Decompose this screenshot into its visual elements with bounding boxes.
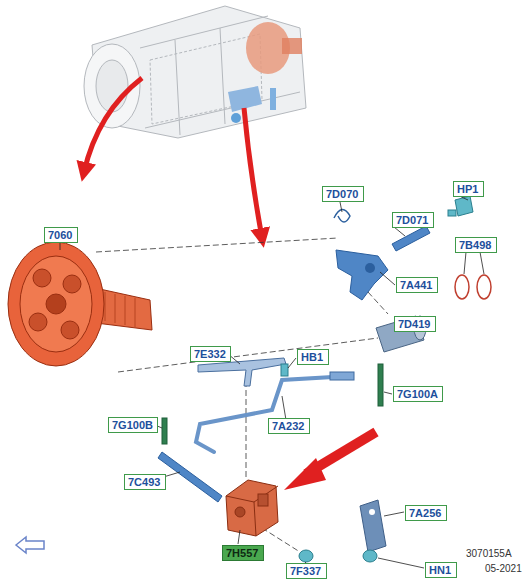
callout-number: 7C493	[124, 474, 166, 490]
roll-pin	[162, 418, 167, 444]
rod-end	[330, 372, 354, 380]
highlighted-internals	[228, 22, 302, 123]
leader-line	[60, 194, 484, 568]
pointer-arrow	[84, 78, 142, 172]
planetary-carrier	[8, 242, 152, 366]
callout-text: 7G100A	[397, 388, 438, 400]
callout-text: 7D419	[398, 318, 430, 330]
callout-text: 7A441	[400, 279, 432, 291]
callout-number: HP1	[453, 181, 484, 197]
callout-text: 7060	[48, 229, 72, 241]
shaft	[158, 452, 222, 502]
callout-text: 7G100B	[112, 419, 153, 431]
pointer-arrow	[284, 458, 326, 490]
callout-number: HN1	[425, 562, 457, 578]
callout-number: 7D070	[322, 186, 364, 202]
bolt	[448, 196, 473, 216]
callout-number: 7B498	[455, 237, 497, 253]
assembly-line	[96, 238, 388, 552]
lever-plate	[360, 500, 386, 552]
bracket	[198, 358, 286, 386]
callout-text: 7A232	[272, 420, 304, 432]
callout-number: 7A441	[396, 277, 438, 293]
callout-number: HB1	[297, 349, 329, 365]
roll-pin	[378, 364, 383, 406]
callout-text: 7D071	[396, 214, 428, 226]
drawing-code: 3070155A	[466, 548, 512, 559]
rod	[196, 376, 350, 452]
bolt	[281, 364, 288, 376]
pivot-pin	[392, 226, 430, 251]
callout-text: 7D070	[326, 188, 358, 200]
callout-number: 7E332	[190, 346, 231, 362]
callout-text: 7E332	[194, 348, 226, 360]
callout-number: 7D071	[392, 212, 434, 228]
callout-number: 7H557	[222, 545, 264, 561]
callout-number: 7G100A	[393, 386, 443, 402]
callout-number: 7G100B	[108, 417, 158, 433]
callout-number: 7A256	[405, 505, 447, 521]
callout-text: HB1	[301, 351, 323, 363]
callout-number: 7060	[44, 227, 78, 243]
callout-text: HP1	[457, 183, 478, 195]
lever	[336, 250, 388, 300]
view-arrow	[16, 537, 44, 553]
pointer-arrow	[244, 108, 262, 238]
transmission-housing	[84, 6, 306, 138]
callout-text: 7A256	[409, 507, 441, 519]
callout-text: 7F337	[290, 565, 321, 577]
nut	[299, 550, 377, 562]
callout-text: 7C493	[128, 476, 160, 488]
detent-housing	[226, 480, 278, 536]
callout-text: 7H557	[226, 547, 258, 559]
callout-text: 7B498	[459, 239, 491, 251]
callout-number: 7F337	[286, 563, 327, 579]
callout-number: 7D419	[394, 316, 436, 332]
callout-text: HN1	[429, 564, 451, 576]
drawing-code: 05-2021	[485, 563, 522, 574]
callout-number: 7A232	[268, 418, 310, 434]
o-rings	[455, 275, 491, 299]
